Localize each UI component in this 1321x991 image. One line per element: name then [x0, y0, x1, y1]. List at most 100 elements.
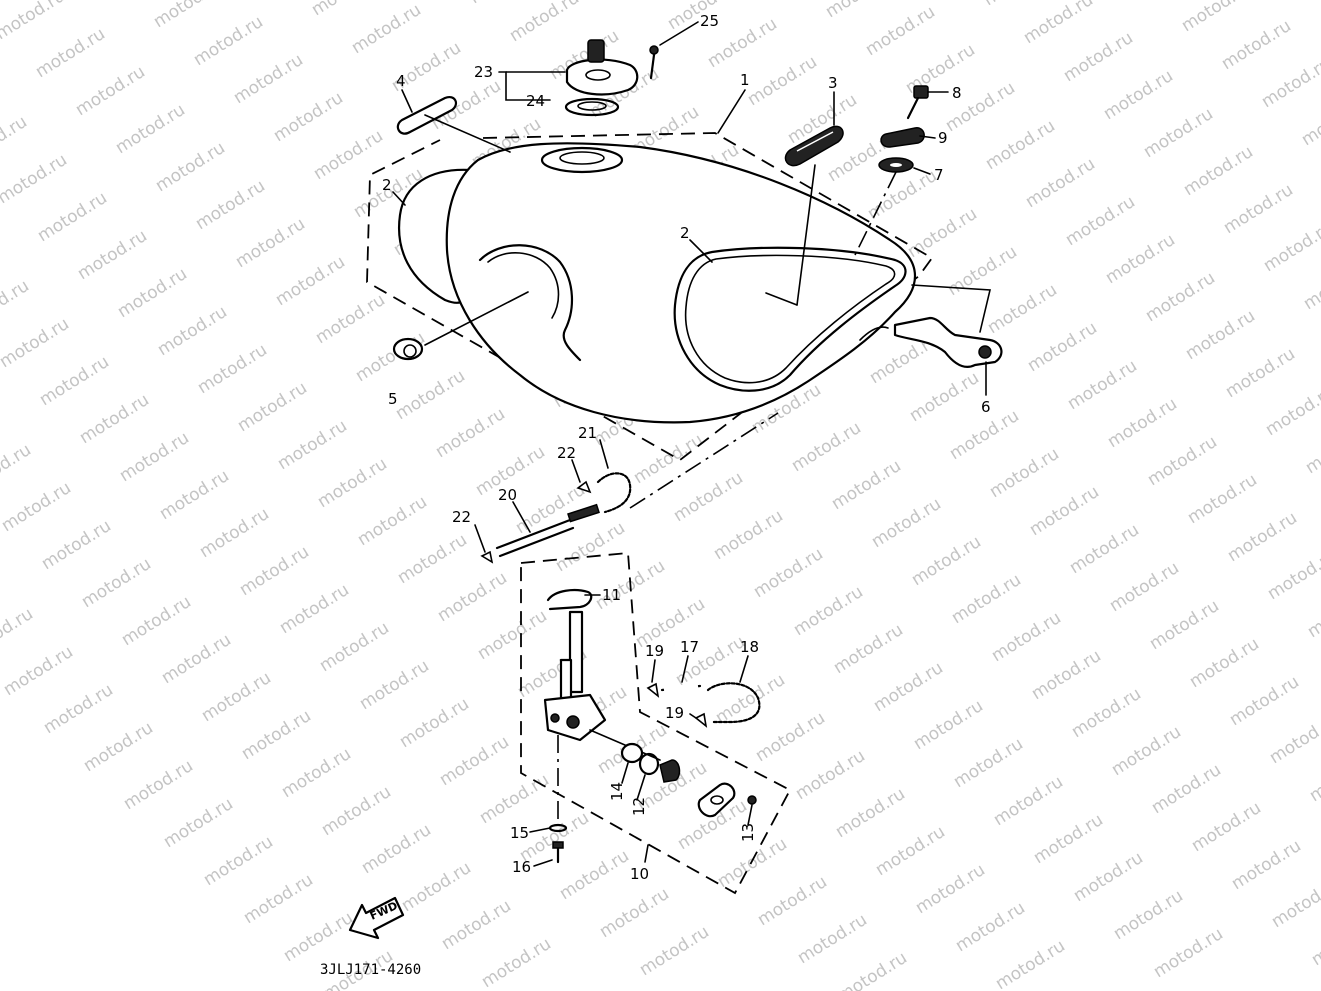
watermark-text: motod.ru: [310, 126, 387, 184]
watermark-text: motod.ru: [1028, 646, 1105, 704]
fwd-arrow-icon: FWD: [348, 896, 405, 940]
callout-2b: 2: [680, 224, 690, 242]
part-17-pipe: [660, 684, 702, 692]
callout-1: 1: [740, 71, 750, 89]
watermark-text: motod.ru: [38, 516, 115, 574]
part-23-fuel-cap: [565, 39, 639, 96]
watermark-text: motod.ru: [1106, 558, 1183, 616]
callout-22b: 22: [452, 508, 471, 526]
watermark-text: motod.ru: [74, 226, 151, 284]
watermark-text: motod.ru: [272, 252, 349, 310]
watermark-text: motod.ru: [1020, 0, 1097, 48]
watermark-text: motod.ru: [1306, 748, 1321, 806]
watermark-text: motod.ru: [980, 0, 1057, 10]
watermark-text: motod.ru: [1266, 710, 1321, 768]
watermark-text: motod.ru: [754, 872, 831, 930]
callout-4: 4: [396, 72, 406, 90]
watermark-text: motod.ru: [358, 820, 435, 878]
watermark-text: motod.ru: [0, 0, 69, 44]
watermark-text: motod.ru: [274, 416, 351, 474]
watermark-text: motod.ru: [392, 366, 469, 424]
callout-18: 18: [740, 638, 759, 656]
watermark-text: motod.ru: [80, 718, 157, 776]
watermark-text: motod.ru: [1148, 760, 1225, 818]
watermark-text: motod.ru: [394, 530, 471, 588]
part-12-oring: [638, 752, 660, 776]
part-22-clip: [480, 480, 592, 564]
watermark-text: motod.ru: [116, 428, 193, 486]
watermark-text: motod.ru: [476, 770, 553, 828]
watermark-text: motod.ru: [752, 708, 829, 766]
drawing-code: 3JLJ171-4260: [320, 962, 421, 978]
watermark-text: motod.ru: [1142, 268, 1219, 326]
watermark-text: motod.ru: [76, 390, 153, 448]
part-24-cap-gasket: [564, 97, 620, 117]
watermark-text: motod.ru: [828, 456, 905, 514]
watermark-text: motod.ru: [156, 466, 233, 524]
watermark-text: motod.ru: [750, 544, 827, 602]
watermark-text: motod.ru: [120, 756, 197, 814]
watermark-text: motod.ru: [236, 542, 313, 600]
watermark-text: motod.ru: [1302, 420, 1321, 478]
watermark-text: motod.ru: [948, 570, 1025, 628]
watermark-text: motod.ru: [1030, 810, 1107, 868]
part-3-emblem: [784, 125, 844, 167]
callout-11: 11: [602, 586, 621, 604]
watermark-text: motod.ru: [1268, 874, 1321, 932]
callout-23: 23: [474, 63, 493, 81]
callout-19b: 19: [665, 704, 684, 722]
watermark-text: motod.ru: [1188, 798, 1265, 856]
part-10-fuel-cock: [543, 610, 607, 742]
watermark-text: motod.ru: [1068, 684, 1145, 742]
watermark-text: motod.ru: [398, 858, 475, 916]
watermark-text: motod.ru: [114, 264, 191, 322]
watermark-text: motod.ru: [432, 404, 509, 462]
watermark-text: motod.ru: [192, 176, 269, 234]
watermark-text: motod.ru: [1180, 142, 1257, 200]
watermark-text: motod.ru: [72, 62, 149, 120]
callout-7: 7: [934, 166, 944, 184]
watermark-text: motod.ru: [986, 444, 1063, 502]
part-20-pipe: [495, 503, 600, 558]
watermark-text: motod.ru: [1104, 394, 1181, 452]
watermark-text: motod.ru: [396, 694, 473, 752]
watermark-text: motod.ru: [1144, 432, 1221, 490]
watermark-text: motod.ru: [40, 680, 117, 738]
watermark-text: motod.ru: [552, 518, 629, 576]
watermark-text: motod.ru: [630, 430, 707, 488]
watermark-text: motod.ru: [906, 368, 983, 426]
watermark-text: motod.ru: [270, 88, 347, 146]
watermark-text: motod.ru: [512, 480, 589, 538]
watermark-text: motod.ru: [0, 150, 71, 208]
watermark-text: motod.ru: [232, 214, 309, 272]
part-16-screw: [552, 841, 564, 864]
watermark-text: motod.ru: [1258, 54, 1321, 112]
watermark-text: motod.ru: [790, 582, 867, 640]
watermark-text: motod.ru: [904, 204, 981, 262]
part-18-hose: [706, 682, 761, 724]
watermark-text: motod.ru: [190, 12, 267, 70]
watermark-text: motod.ru: [1184, 470, 1261, 528]
watermark-text: motod.ru: [158, 630, 235, 688]
watermark-text: motod.ru: [32, 24, 109, 82]
watermark-text: motod.ru: [636, 922, 713, 980]
watermark-text: motod.ru: [308, 0, 385, 20]
watermark-text: motod.ru: [952, 898, 1029, 956]
watermark-text: motod.ru: [870, 658, 947, 716]
callout-5: 5: [388, 390, 398, 408]
callout-21: 21: [578, 424, 597, 442]
callout-14: 14: [608, 782, 626, 801]
part-4-pad: [396, 96, 511, 153]
watermark-text: motod.ru: [1108, 722, 1185, 780]
part-7-damper: [878, 157, 914, 173]
watermark-text: motod.ru: [864, 166, 941, 224]
watermark-text: motod.ru: [0, 478, 75, 536]
watermark-text: motod.ru: [1026, 482, 1103, 540]
watermark-text: motod.ru: [950, 734, 1027, 792]
watermark-text: motod.ru: [474, 606, 551, 664]
watermark-text: motod.ru: [1100, 66, 1177, 124]
watermark-text: motod.ru: [910, 696, 987, 754]
part-19-clip: [646, 682, 708, 728]
part-knob: [659, 759, 681, 783]
